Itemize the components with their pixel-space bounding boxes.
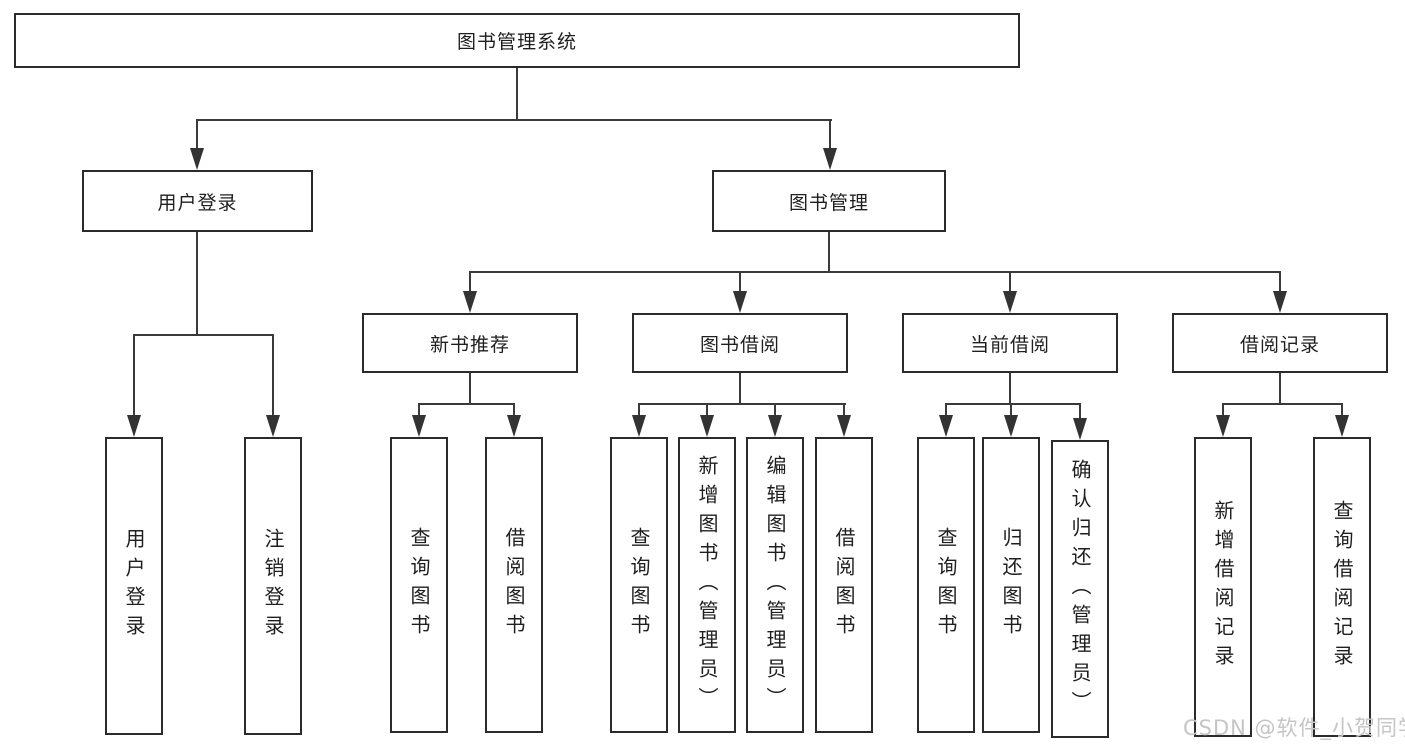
- node-new-book-recommend: 新书推荐: [362, 313, 578, 373]
- node-book-borrow-label: 图书借阅: [699, 333, 780, 356]
- arrow-down-icon: [507, 415, 521, 437]
- csdn-watermark: CSDN @软件_小贺同学: [1183, 716, 1405, 740]
- connector-line: [196, 119, 198, 150]
- arrow-down-icon: [1273, 291, 1287, 313]
- arrow-down-icon: [266, 415, 280, 437]
- arrow-down-icon: [733, 291, 747, 313]
- connector-line: [945, 403, 1081, 405]
- node-library-system-label: 图书管理系统: [456, 31, 577, 53]
- arrow-down-icon: [823, 148, 837, 170]
- connector-line: [469, 271, 471, 293]
- connector-line: [1222, 403, 1224, 418]
- connector-line: [638, 403, 846, 405]
- connector-line: [739, 271, 741, 293]
- node-book-management-label: 图书管理: [788, 191, 869, 214]
- leaf-records-query-record: 查询借阅记录: [1313, 437, 1371, 737]
- connector-line: [418, 403, 420, 418]
- connector-line: [272, 334, 274, 418]
- leaf-current-confirm-return-admin-label: 确认归还（管理员）: [1068, 458, 1092, 720]
- leaf-current-return-book: 归还图书: [982, 437, 1040, 733]
- leaf-borrow-edit-book-admin-label: 编辑图书（管理员）: [763, 454, 787, 716]
- connector-line: [196, 119, 832, 121]
- connector-line: [1279, 271, 1281, 293]
- arrow-down-icon: [1004, 415, 1018, 437]
- leaf-borrow-add-book-admin-label: 新增图书（管理员）: [695, 454, 719, 716]
- connector-line: [513, 403, 515, 418]
- leaf-records-add-record: 新增借阅记录: [1194, 437, 1252, 737]
- connector-line: [1079, 403, 1081, 418]
- leaf-recommend-borrow-book-label: 借阅图书: [502, 527, 526, 643]
- leaf-recommend-query-book-label: 查询图书: [407, 527, 431, 643]
- leaf-current-confirm-return-admin: 确认归还（管理员）: [1051, 440, 1109, 738]
- arrow-down-icon: [412, 415, 426, 437]
- connector-line: [945, 403, 947, 418]
- node-library-system: 图书管理系统: [14, 13, 1020, 68]
- node-user-login-label: 用户登录: [157, 191, 238, 214]
- connector-line: [133, 334, 274, 336]
- node-current-borrow-label: 当前借阅: [969, 333, 1050, 356]
- arrow-down-icon: [837, 415, 851, 437]
- arrow-down-icon: [1335, 415, 1349, 437]
- arrow-down-icon: [127, 415, 141, 437]
- node-borrow-records: 借阅记录: [1172, 313, 1388, 373]
- leaf-records-query-record-label: 查询借阅记录: [1330, 500, 1354, 674]
- connector-line: [706, 403, 708, 418]
- connector-line: [1009, 271, 1011, 293]
- leaf-logout: 注销登录: [244, 437, 302, 735]
- arrow-down-icon: [463, 291, 477, 313]
- connector-line: [1222, 403, 1343, 405]
- connector-line: [469, 271, 1281, 273]
- leaf-current-return-book-label: 归还图书: [999, 527, 1023, 643]
- node-new-book-recommend-label: 新书推荐: [429, 333, 510, 356]
- connector-line: [1341, 403, 1343, 418]
- leaf-recommend-query-book: 查询图书: [390, 437, 448, 733]
- leaf-current-query-book-label: 查询图书: [934, 527, 958, 643]
- connector-line: [469, 373, 471, 405]
- connector-line: [516, 68, 518, 121]
- leaf-user-login-label: 用户登录: [122, 528, 146, 644]
- leaf-borrow-add-book-admin: 新增图书（管理员）: [678, 437, 736, 733]
- arrow-down-icon: [1003, 291, 1017, 313]
- node-borrow-records-label: 借阅记录: [1239, 333, 1320, 356]
- node-book-borrow: 图书借阅: [632, 313, 848, 373]
- arrow-down-icon: [768, 415, 782, 437]
- leaf-borrow-query-book-label: 查询图书: [627, 527, 651, 643]
- leaf-current-query-book: 查询图书: [917, 437, 975, 733]
- leaf-borrow-borrow-book: 借阅图书: [815, 437, 873, 733]
- node-user-login: 用户登录: [82, 170, 313, 232]
- connector-line: [828, 232, 830, 273]
- leaf-records-add-record-label: 新增借阅记录: [1211, 500, 1235, 674]
- leaf-logout-label: 注销登录: [261, 528, 285, 644]
- connector-line: [196, 232, 198, 336]
- arrow-down-icon: [1216, 415, 1230, 437]
- arrow-down-icon: [190, 148, 204, 170]
- node-book-management: 图书管理: [712, 170, 946, 232]
- leaf-borrow-borrow-book-label: 借阅图书: [832, 527, 856, 643]
- connector-line: [418, 403, 515, 405]
- connector-line: [1009, 373, 1011, 405]
- leaf-borrow-edit-book-admin: 编辑图书（管理员）: [746, 437, 804, 733]
- connector-line: [843, 403, 845, 418]
- arrow-down-icon: [632, 415, 646, 437]
- connector-line: [1279, 373, 1281, 405]
- arrow-down-icon: [1073, 418, 1087, 440]
- connector-line: [133, 334, 135, 418]
- connector-line: [829, 119, 831, 150]
- connector-line: [638, 403, 640, 418]
- node-current-borrow: 当前借阅: [902, 313, 1118, 373]
- connector-line: [774, 403, 776, 418]
- arrow-down-icon: [939, 415, 953, 437]
- leaf-recommend-borrow-book: 借阅图书: [485, 437, 543, 733]
- arrow-down-icon: [700, 415, 714, 437]
- leaf-borrow-query-book: 查询图书: [610, 437, 668, 733]
- connector-line: [1010, 403, 1012, 418]
- leaf-user-login: 用户登录: [105, 437, 163, 735]
- connector-line: [739, 373, 741, 405]
